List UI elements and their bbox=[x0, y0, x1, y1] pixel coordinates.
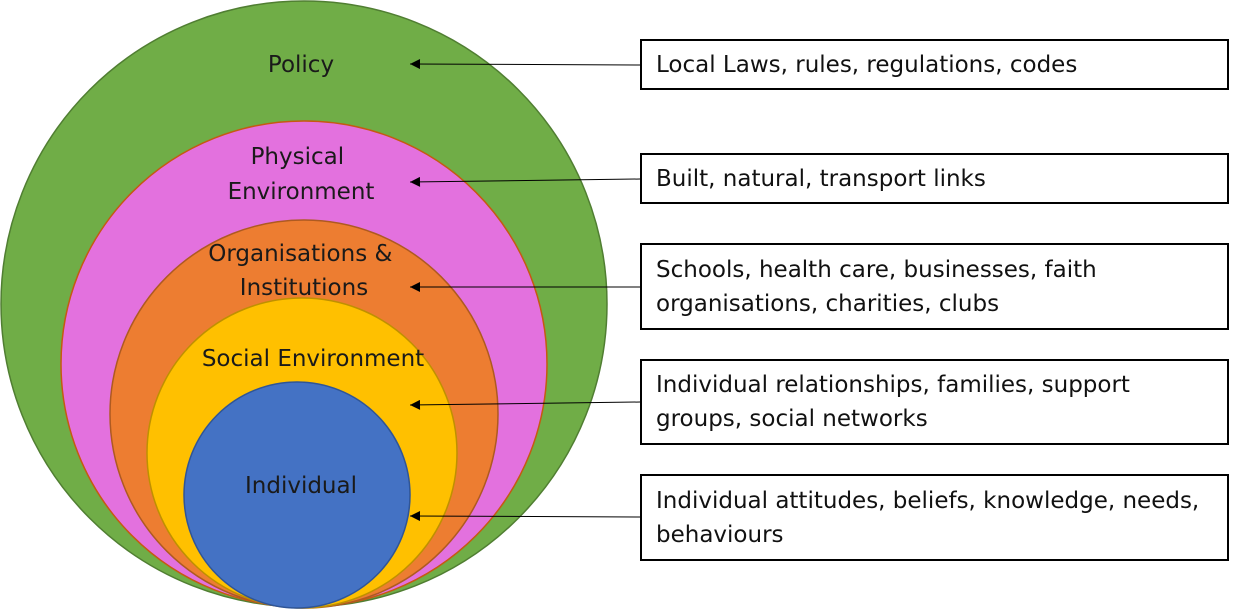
label-individual: Individual bbox=[245, 473, 357, 499]
label-physical: Physical Environment bbox=[228, 144, 375, 205]
arrow-policy bbox=[409, 59, 641, 70]
label-social: Social Environment bbox=[202, 346, 424, 372]
arrow-social bbox=[409, 399, 641, 410]
description-text-social: Individual relationships, families, supp… bbox=[656, 372, 1130, 432]
arrow-physical bbox=[409, 176, 641, 187]
description-box-organisations: Schools, health care, businesses, faith … bbox=[640, 243, 1229, 330]
label-policy: Policy bbox=[268, 52, 334, 78]
arrow-individual bbox=[409, 511, 641, 522]
description-box-policy: Local Laws, rules, regulations, codes bbox=[640, 39, 1229, 90]
label-organisations: Organisations & Institutions bbox=[208, 241, 400, 301]
description-text-physical: Built, natural, transport links bbox=[656, 165, 986, 192]
ring-individual bbox=[183, 381, 411, 609]
description-box-individual: Individual attitudes, beliefs, knowledge… bbox=[640, 474, 1229, 561]
description-text-individual: Individual attitudes, beliefs, knowledge… bbox=[656, 487, 1200, 548]
description-text-organisations: Schools, health care, businesses, faith … bbox=[656, 256, 1097, 317]
description-text-policy: Local Laws, rules, regulations, codes bbox=[656, 51, 1078, 78]
description-box-social: Individual relationships, families, supp… bbox=[640, 359, 1229, 445]
description-box-physical: Built, natural, transport links bbox=[640, 153, 1229, 204]
